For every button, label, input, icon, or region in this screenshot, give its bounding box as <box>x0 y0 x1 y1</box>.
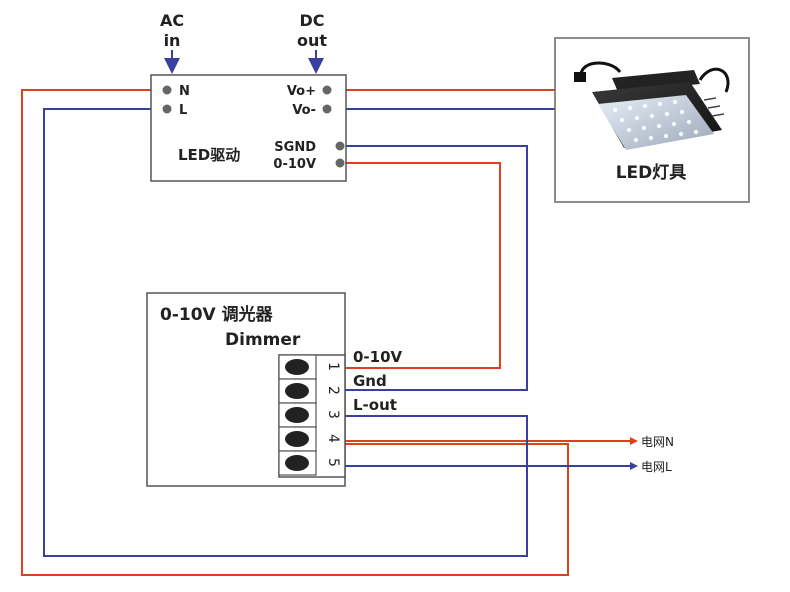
pin-vo-plus-dot <box>322 85 332 95</box>
ac-label: AC <box>160 11 184 30</box>
pin-n-label: N <box>179 84 190 99</box>
wire-driver-l-to-dimmer-lout <box>43 108 528 557</box>
terminal-3-number: 3 <box>325 410 341 419</box>
pin-l-label: L <box>179 103 187 118</box>
terminal-5: 5 <box>278 450 341 476</box>
ac-sub-label: in <box>164 31 181 50</box>
terminal-label-lout: L-out <box>353 396 397 414</box>
pin-n-dot <box>162 85 172 95</box>
dimmer-subtitle: Dimmer <box>225 330 301 350</box>
terminal-block: 1 2 3 4 5 <box>278 354 346 478</box>
mains-n-label: 电网N <box>641 435 674 449</box>
terminal-2: 2 <box>278 378 341 404</box>
pin-sgnd-dot <box>335 141 345 151</box>
terminal-1: 1 <box>278 354 341 380</box>
dimmer-title: 0-10V 调光器 <box>160 304 274 325</box>
dimmer: 0-10V 调光器 Dimmer 1 2 3 4 <box>146 292 346 487</box>
terminal-1-number: 1 <box>325 362 341 371</box>
pin-vo-plus-label: Vo+ <box>287 84 316 99</box>
wire-010v-to-dimmer-1 <box>345 162 501 369</box>
pin-l-dot <box>162 104 172 114</box>
led-fixture-image <box>574 61 730 150</box>
mains-n: 电网N <box>630 435 674 449</box>
led-fixture-title: LED灯具 <box>616 163 687 183</box>
led-driver: N L Vo+ Vo- SGND 0-10V LED驱动 <box>150 74 347 182</box>
pin-010v-dot <box>335 158 345 168</box>
led-driver-box <box>150 74 347 182</box>
terminal-5-number: 5 <box>325 458 341 467</box>
terminal-4: 4 <box>278 426 341 452</box>
mains-l: 电网L <box>630 460 672 474</box>
led-driver-title: LED驱动 <box>178 146 240 164</box>
terminal-label-010v: 0-10V <box>353 348 403 366</box>
terminal-3: 3 <box>278 402 341 428</box>
dc-sub-label: out <box>297 31 327 50</box>
pin-sgnd-label: SGND <box>274 140 316 155</box>
wire-sgnd-to-dimmer-2 <box>345 145 528 391</box>
terminal-2-number: 2 <box>325 386 341 395</box>
pin-vo-minus-label: Vo- <box>292 103 316 118</box>
terminal-4-number: 4 <box>325 434 341 443</box>
wire-mains-n-to-driver-n <box>21 89 569 576</box>
dc-label: DC <box>299 11 324 30</box>
terminal-label-gnd: Gnd <box>353 372 387 390</box>
pin-010v-label: 0-10V <box>273 157 316 172</box>
pin-vo-minus-dot <box>322 104 332 114</box>
led-fixture: LED灯具 <box>554 37 750 203</box>
mains-l-label: 电网L <box>641 460 672 474</box>
